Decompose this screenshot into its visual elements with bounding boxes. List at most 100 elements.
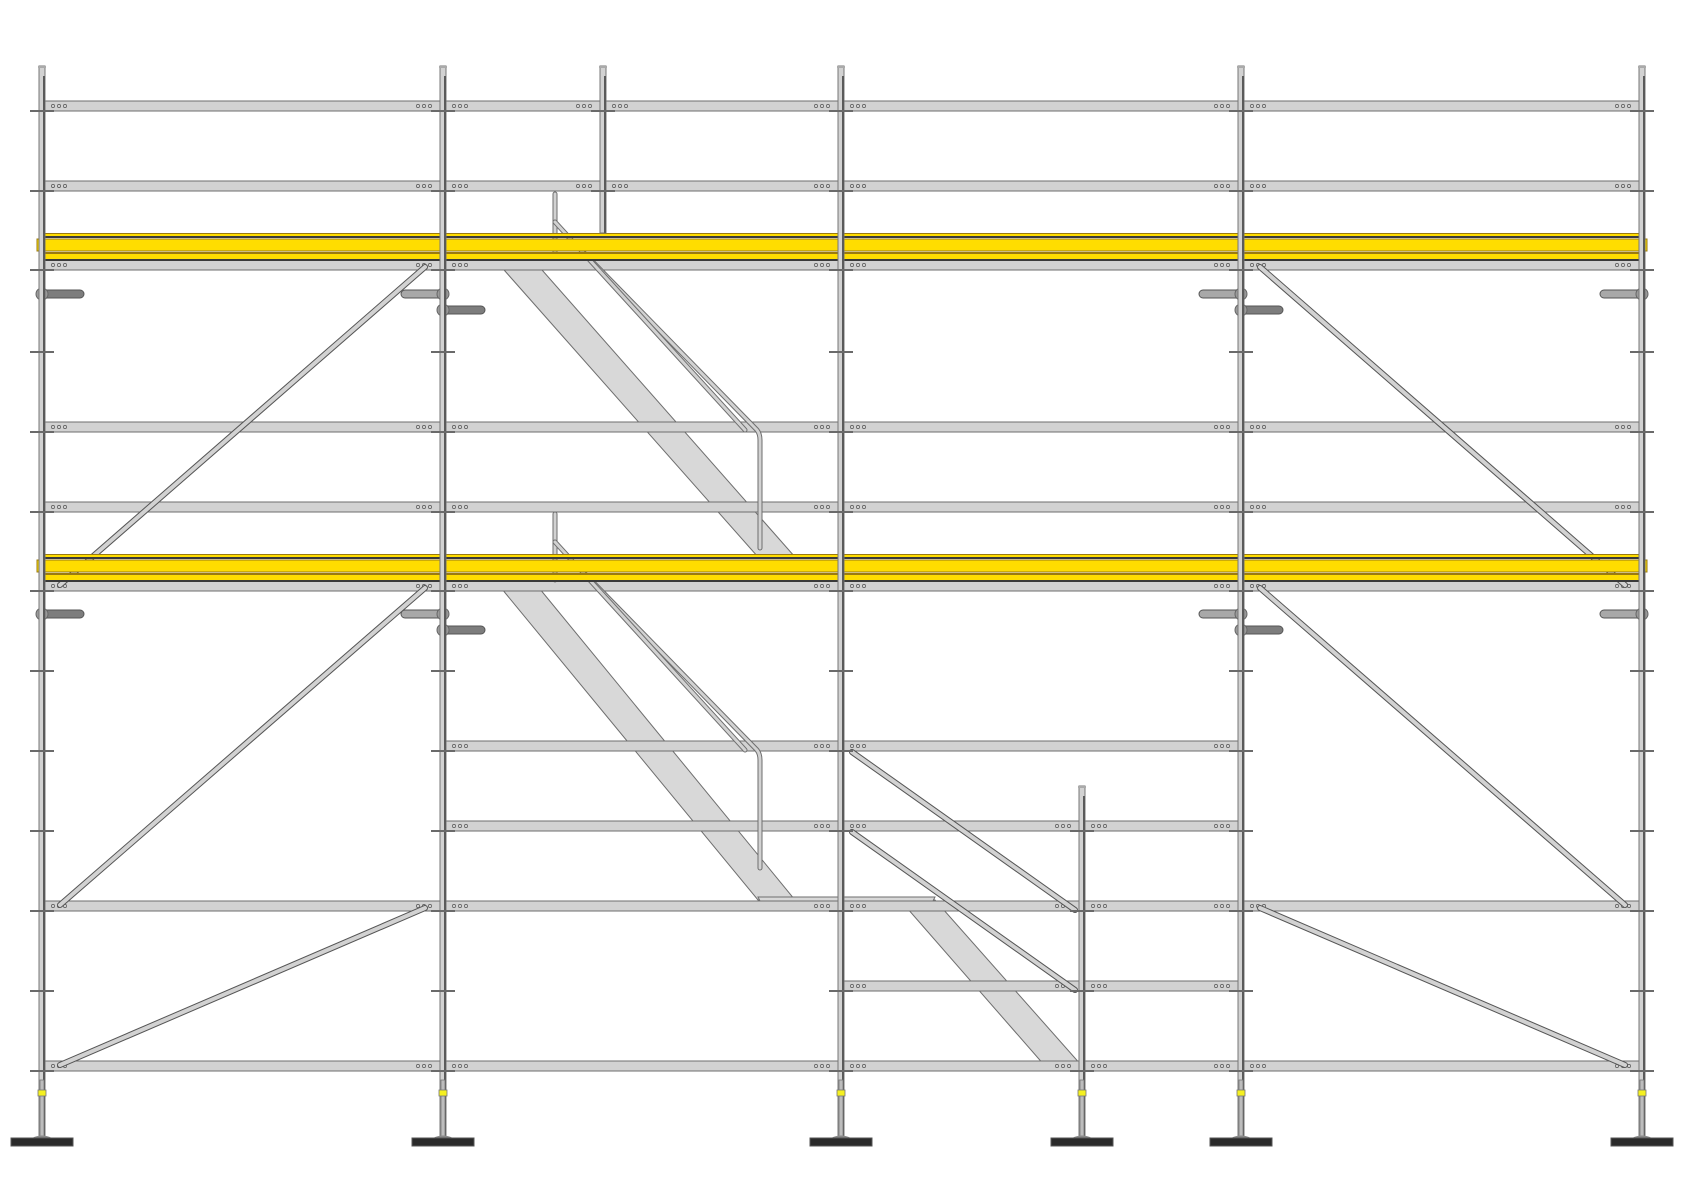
ledger-hole — [464, 184, 468, 188]
ledger-hole — [850, 1064, 854, 1068]
ledger-hole — [1250, 104, 1254, 108]
ledger-hole — [63, 505, 67, 509]
ledger-hole — [1214, 584, 1218, 588]
ledger-hole — [862, 184, 866, 188]
post-7 — [1638, 65, 1646, 1141]
ledger-hole — [1226, 824, 1230, 828]
ledger-hole — [1627, 425, 1631, 429]
ledger-hole — [618, 104, 622, 108]
ledger-hole — [416, 584, 420, 588]
ledger-hole — [452, 824, 456, 828]
ledger-hole — [862, 104, 866, 108]
ledger-hole — [458, 904, 462, 908]
ledger-hole — [1250, 1064, 1254, 1068]
ledger-hole — [856, 104, 860, 108]
diagonal-brace — [1257, 585, 1628, 908]
ledger-hole — [862, 984, 866, 988]
plate-boss — [32, 1135, 52, 1138]
ledger-hole — [57, 505, 61, 509]
ledger-hole — [1097, 1064, 1101, 1068]
ledger-hole — [1226, 104, 1230, 108]
plate-boss — [1632, 1135, 1652, 1138]
ledger-hole — [814, 904, 818, 908]
ledger-hole — [820, 425, 824, 429]
ledger-hole — [458, 1064, 462, 1068]
ledger-hole — [57, 104, 61, 108]
ledger-hole — [428, 425, 432, 429]
ledger-hole — [1103, 984, 1107, 988]
ledger-hole — [862, 744, 866, 748]
base-plate — [1050, 1137, 1114, 1147]
ledger-hole — [428, 1064, 432, 1068]
base-plate — [1610, 1137, 1674, 1147]
ledger-hole — [1055, 1064, 1059, 1068]
ledger-hole — [618, 184, 622, 188]
ledger-hole — [826, 104, 830, 108]
ledger-hole — [826, 904, 830, 908]
ledger-hole — [1256, 184, 1260, 188]
plate-boss — [433, 1135, 453, 1138]
ledger-hole — [63, 263, 67, 267]
ledger-hole — [582, 184, 586, 188]
ledger-hole — [1214, 984, 1218, 988]
ledger-hole — [1220, 1064, 1224, 1068]
ledger-hole — [1214, 904, 1218, 908]
ledger-hole — [51, 1064, 55, 1068]
ledger-hole — [1061, 824, 1065, 828]
ledger-hole — [428, 104, 432, 108]
brace-tube — [1258, 265, 1627, 587]
ledger-hole — [1061, 1064, 1065, 1068]
ledger-hole — [826, 263, 830, 267]
post-4 — [837, 65, 845, 1141]
ledger-hole — [820, 104, 824, 108]
standard-shade — [1083, 796, 1085, 1140]
ledger-hole — [1250, 425, 1254, 429]
ledger-hole — [422, 184, 426, 188]
ledger-hole — [1220, 104, 1224, 108]
standard-cap — [1638, 66, 1646, 68]
ledger-hole — [452, 425, 456, 429]
ledger-hole — [1220, 744, 1224, 748]
ledger-hole — [464, 505, 468, 509]
ledger-hole — [1615, 104, 1619, 108]
standard-cap — [1237, 66, 1245, 68]
plate-boss — [1072, 1135, 1092, 1138]
ledger-hole — [428, 263, 432, 267]
ledger-hole — [57, 263, 61, 267]
ledger-hole — [57, 425, 61, 429]
brace-tube — [58, 906, 427, 1067]
ledger-hole — [1214, 505, 1218, 509]
jack-nut — [37, 1089, 47, 1097]
jack-nut — [1637, 1089, 1647, 1097]
ledger-hole — [1226, 425, 1230, 429]
diagonal-brace — [57, 585, 428, 908]
brace-tube — [1258, 586, 1627, 907]
ledger-hole — [51, 184, 55, 188]
ledger-hole — [1262, 104, 1266, 108]
diagonal-braces — [57, 264, 1628, 1068]
ledger-hole — [452, 904, 456, 908]
ledger-hole — [1091, 824, 1095, 828]
base-plate — [1209, 1137, 1273, 1147]
ledger-hole — [458, 824, 462, 828]
ledger-hole — [1097, 824, 1101, 828]
ledger-hole — [1220, 263, 1224, 267]
ledger-hole — [1256, 505, 1260, 509]
jack-spindle — [838, 1079, 844, 1141]
ledger-hole — [856, 263, 860, 267]
ledger-hole — [1067, 1064, 1071, 1068]
ledger-hole — [1615, 184, 1619, 188]
ledger-hole — [1103, 824, 1107, 828]
jack-spindle — [440, 1079, 446, 1141]
ledger-hole — [856, 584, 860, 588]
ledger-hole — [464, 904, 468, 908]
ledger-hole — [1627, 104, 1631, 108]
base-plate — [411, 1137, 475, 1147]
standards — [38, 65, 1646, 1141]
ledger-hole — [862, 263, 866, 267]
ledger-hole — [1097, 984, 1101, 988]
ledger-hole — [422, 425, 426, 429]
ledger-hole — [1615, 263, 1619, 267]
ledger — [840, 980, 1242, 992]
ledger-hole — [464, 104, 468, 108]
